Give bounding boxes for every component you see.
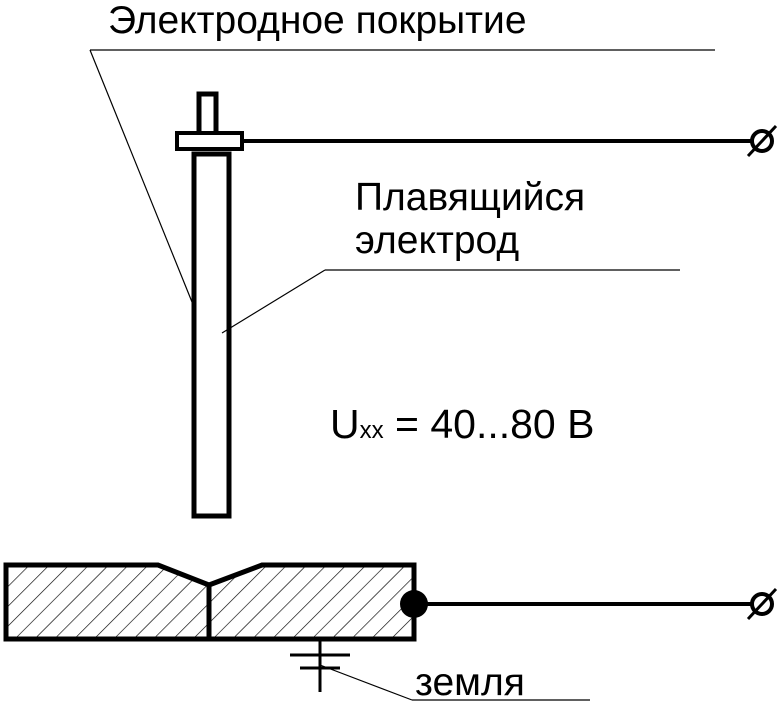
electrode-leader-line — [221, 269, 326, 334]
workpiece-right-plate — [206, 562, 417, 642]
electrode-body — [191, 151, 232, 519]
bottom-terminal-icon — [746, 587, 778, 621]
electrode-clamp — [175, 131, 244, 151]
coating-label: Электродное покрытие — [108, 0, 527, 42]
top-terminal-icon — [746, 124, 778, 158]
electrode-tip — [196, 91, 219, 137]
ground-leader-line — [319, 664, 413, 701]
voltage-value: = 40...80 В — [384, 401, 595, 447]
ground-label: земля — [415, 661, 525, 704]
workpiece-left-plate — [3, 562, 212, 642]
coating-leader-line — [89, 49, 193, 303]
electrode-label-line1: Плавящийся — [355, 176, 585, 219]
voltage-subscript: хх — [360, 417, 384, 444]
voltage-symbol: U — [330, 401, 360, 447]
voltage-label: Uхх = 40...80 В — [330, 401, 594, 447]
electrode-label-line2: электрод — [355, 219, 519, 262]
